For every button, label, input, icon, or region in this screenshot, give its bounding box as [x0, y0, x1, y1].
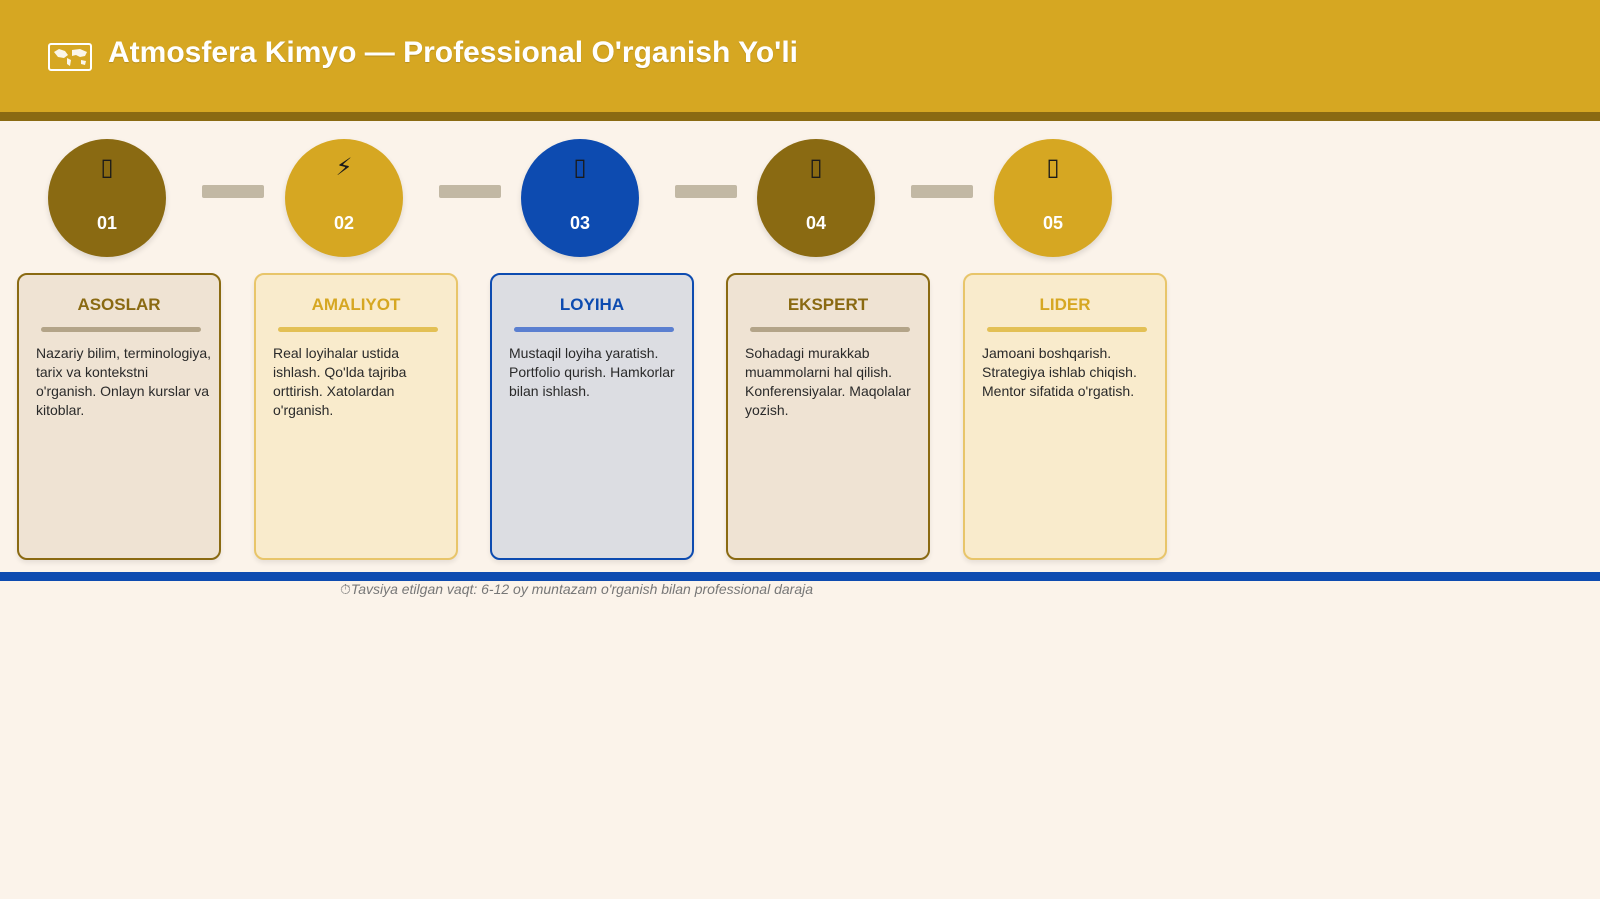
step-connector — [202, 185, 264, 198]
placeholder-icon: ▯ — [809, 153, 823, 181]
card-title: ASOSLAR — [77, 295, 161, 314]
page-title: Atmosfera Kimyo — Professional O'rganish… — [108, 36, 798, 69]
step-number: 05 — [1042, 213, 1064, 233]
placeholder-icon: ▯ — [100, 153, 114, 181]
card-description: Real loyihalar ustida ishlash. Qo'lda ta… — [273, 345, 407, 418]
footer-divider — [0, 572, 1600, 581]
card-underline — [41, 327, 201, 332]
card-title: AMALIYOT — [311, 295, 401, 314]
card-underline — [987, 327, 1147, 332]
step-number: 01 — [96, 213, 118, 233]
card-description: Mustaqil loyiha yaratish. Portfolio quri… — [509, 345, 675, 399]
step-circle-5: ▯ 05 — [994, 139, 1112, 257]
world-map-icon — [48, 43, 92, 71]
step-circle-4: ▯ 04 — [757, 139, 875, 257]
header-bar — [0, 0, 1600, 112]
step-card-asoslar: ASOSLAR Nazariy bilim, terminologiya, ta… — [17, 273, 221, 560]
step-number: 03 — [569, 213, 591, 233]
step-circle-1: ▯ 01 — [48, 139, 166, 257]
card-description: Jamoani boshqarish. Strategiya ishlab ch… — [982, 345, 1137, 399]
step-number: 04 — [805, 213, 827, 233]
placeholder-icon: ▯ — [1046, 153, 1060, 181]
card-underline — [750, 327, 910, 332]
step-connector — [675, 185, 737, 198]
card-underline — [514, 327, 674, 332]
clock-icon: ⏱ — [340, 582, 351, 598]
step-connector — [439, 185, 501, 198]
card-title: LOYIHA — [559, 295, 625, 314]
step-number: 02 — [333, 213, 355, 233]
card-underline — [278, 327, 438, 332]
step-connector — [911, 185, 973, 198]
step-card-ekspert: EKSPERT Sohadagi murakkab muammolarni ha… — [726, 273, 930, 560]
card-description: Sohadagi murakkab muammolarni hal qilish… — [745, 345, 911, 418]
step-circle-3: ▯ 03 — [521, 139, 639, 257]
step-card-amaliyot: AMALIYOT Real loyihalar ustida ishlash. … — [254, 273, 458, 560]
card-title: LIDER — [1039, 295, 1091, 314]
placeholder-icon: ▯ — [573, 153, 587, 181]
card-description: Nazariy bilim, terminologiya, tarix va k… — [36, 345, 212, 418]
lightning-icon: ⚡ — [335, 153, 353, 181]
footer-note-text: Tavsiya etilgan vaqt: 6-12 oy muntazam o… — [350, 581, 814, 597]
header-divider — [0, 112, 1600, 121]
footer-note: ⏱Tavsiya etilgan vaqt: 6-12 oy muntazam … — [340, 581, 813, 598]
step-card-loyiha: LOYIHA Mustaqil loyiha yaratish. Portfol… — [490, 273, 694, 560]
step-circle-2: ⚡ 02 — [285, 139, 403, 257]
step-card-lider: LIDER Jamoani boshqarish. Strategiya ish… — [963, 273, 1167, 560]
card-title: EKSPERT — [787, 295, 869, 314]
